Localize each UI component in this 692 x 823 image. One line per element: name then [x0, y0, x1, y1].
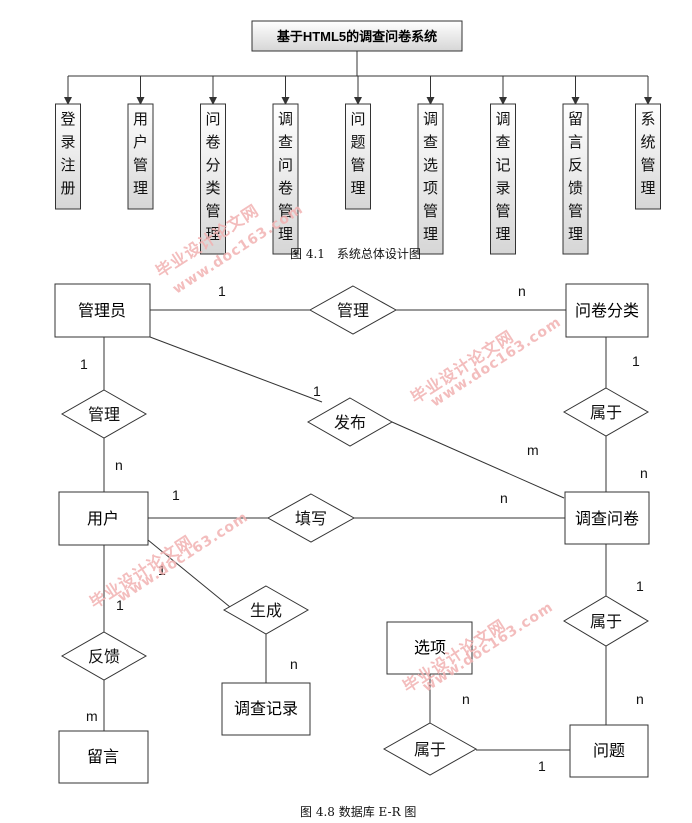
- rel-survey-question: [563, 595, 649, 647]
- card-survey-question-top: 1: [636, 578, 644, 594]
- module-label: 用户管理: [133, 110, 148, 197]
- module-box: [127, 103, 154, 210]
- entity-question-label: 问题: [593, 741, 625, 760]
- entity-option-label: 选项: [414, 638, 446, 657]
- root-node-box: [251, 20, 463, 52]
- module-box: [490, 103, 516, 255]
- entity-survey-label: 调查问卷: [575, 509, 639, 528]
- rel-admin-category: [308, 285, 398, 335]
- card-generate-record: n: [290, 656, 298, 672]
- card-admin-category-right: n: [518, 283, 526, 299]
- card-feedback-user: 1: [116, 597, 124, 613]
- module-box: [345, 103, 371, 210]
- rel-feedback: [60, 631, 148, 681]
- card-option-question-option: n: [462, 691, 470, 707]
- entity-option: [386, 621, 473, 675]
- rel-admin-category-label: 管理: [337, 301, 369, 320]
- module-label: 调查问卷管理: [278, 110, 293, 243]
- rel-fill: [266, 493, 356, 543]
- module-box: [562, 103, 589, 255]
- entity-message: [58, 730, 149, 784]
- module-label: 问题管理: [350, 110, 365, 197]
- entity-message-label: 留言: [87, 747, 119, 766]
- entity-record: [221, 682, 311, 736]
- rel-feedback-label: 反馈: [88, 647, 120, 666]
- module-nodes: 登录注册 用户管理 问卷分类管理 调查问卷管理 问题管理 调查选项管理 调查记录管理 留言反馈…: [55, 76, 661, 255]
- rel-option-question-label: 属于: [414, 740, 446, 759]
- card-admin-category-left: 1: [218, 283, 226, 299]
- entity-question: [569, 724, 649, 778]
- entity-admin: [54, 283, 151, 338]
- entity-user: [58, 491, 149, 546]
- card-survey-question-bottom: n: [636, 691, 644, 707]
- entity-category-label: 问卷分类: [575, 301, 639, 320]
- rel-generate: [222, 585, 310, 635]
- er-entities: 管理员 问卷分类 用户 调查问卷 调查记录 选项 留言 问题: [54, 283, 650, 784]
- rel-admin-user-label: 管理: [88, 405, 120, 424]
- card-publish-survey: m: [527, 442, 539, 458]
- rel-survey-question-label: 属于: [590, 612, 622, 631]
- card-category-top: 1: [632, 353, 640, 369]
- rel-publish-label: 发布: [334, 413, 366, 432]
- card-feedback-message: m: [86, 708, 98, 724]
- rel-fill-label: 填写: [295, 509, 327, 528]
- entity-survey: [564, 491, 650, 545]
- card-generate-user: 1: [158, 562, 166, 578]
- card-category-survey: n: [640, 465, 648, 481]
- rel-admin-user: [60, 389, 148, 439]
- rel-publish: [306, 397, 394, 447]
- module-box: [272, 103, 299, 255]
- er-cardinalities: 1 n 1 n 1 m 1 n 1 n 1 n 1 n 1 m n 1: [80, 283, 648, 774]
- module-box: [55, 103, 81, 210]
- entity-user-label: 用户: [87, 509, 119, 528]
- rel-category-survey-label: 属于: [590, 403, 622, 422]
- rel-option-question: [382, 722, 478, 776]
- card-admin-user-bottom: n: [115, 457, 123, 473]
- root-node-label: 基于HTML5的调查问卷系统: [276, 29, 437, 44]
- card-admin-user-top: 1: [80, 356, 88, 372]
- er-connectors: [103, 309, 607, 751]
- entity-admin-label: 管理员: [78, 301, 126, 320]
- card-fill-survey: n: [500, 490, 508, 506]
- module-box: [417, 103, 444, 255]
- rel-category-survey: [562, 387, 650, 437]
- er-relationship-labels: 管理 管理 发布 属于 填写 生成 属于 反馈 属于: [88, 301, 622, 759]
- module-box: [200, 103, 226, 255]
- module-label: 调查记录管理: [495, 110, 510, 243]
- entity-record-label: 调查记录: [234, 699, 298, 718]
- system-design-figure: 基于HTML5的调查问卷系统 登录注册 用户管理 问卷分类管理 调查问卷管理 问题管理 调…: [55, 20, 661, 255]
- card-option-question-question: 1: [538, 758, 546, 774]
- rel-generate-label: 生成: [250, 601, 282, 620]
- module-label: 调查选项管理: [423, 110, 438, 243]
- figure-4-1-caption: 图 4.1 系统总体设计图: [290, 247, 421, 261]
- card-publish-admin: 1: [313, 383, 321, 399]
- module-label: 问卷分类管理: [205, 110, 220, 243]
- entity-category: [565, 283, 649, 338]
- module-label: 系统管理: [640, 110, 655, 197]
- module-label: 登录注册: [60, 110, 75, 197]
- module-label: 留言反馈管理: [568, 110, 583, 243]
- figure-4-8-caption: 图 4.8 数据库 E-R 图: [300, 805, 417, 819]
- module-box: [635, 103, 661, 210]
- er-relationships: [60, 285, 650, 776]
- card-fill-user: 1: [172, 487, 180, 503]
